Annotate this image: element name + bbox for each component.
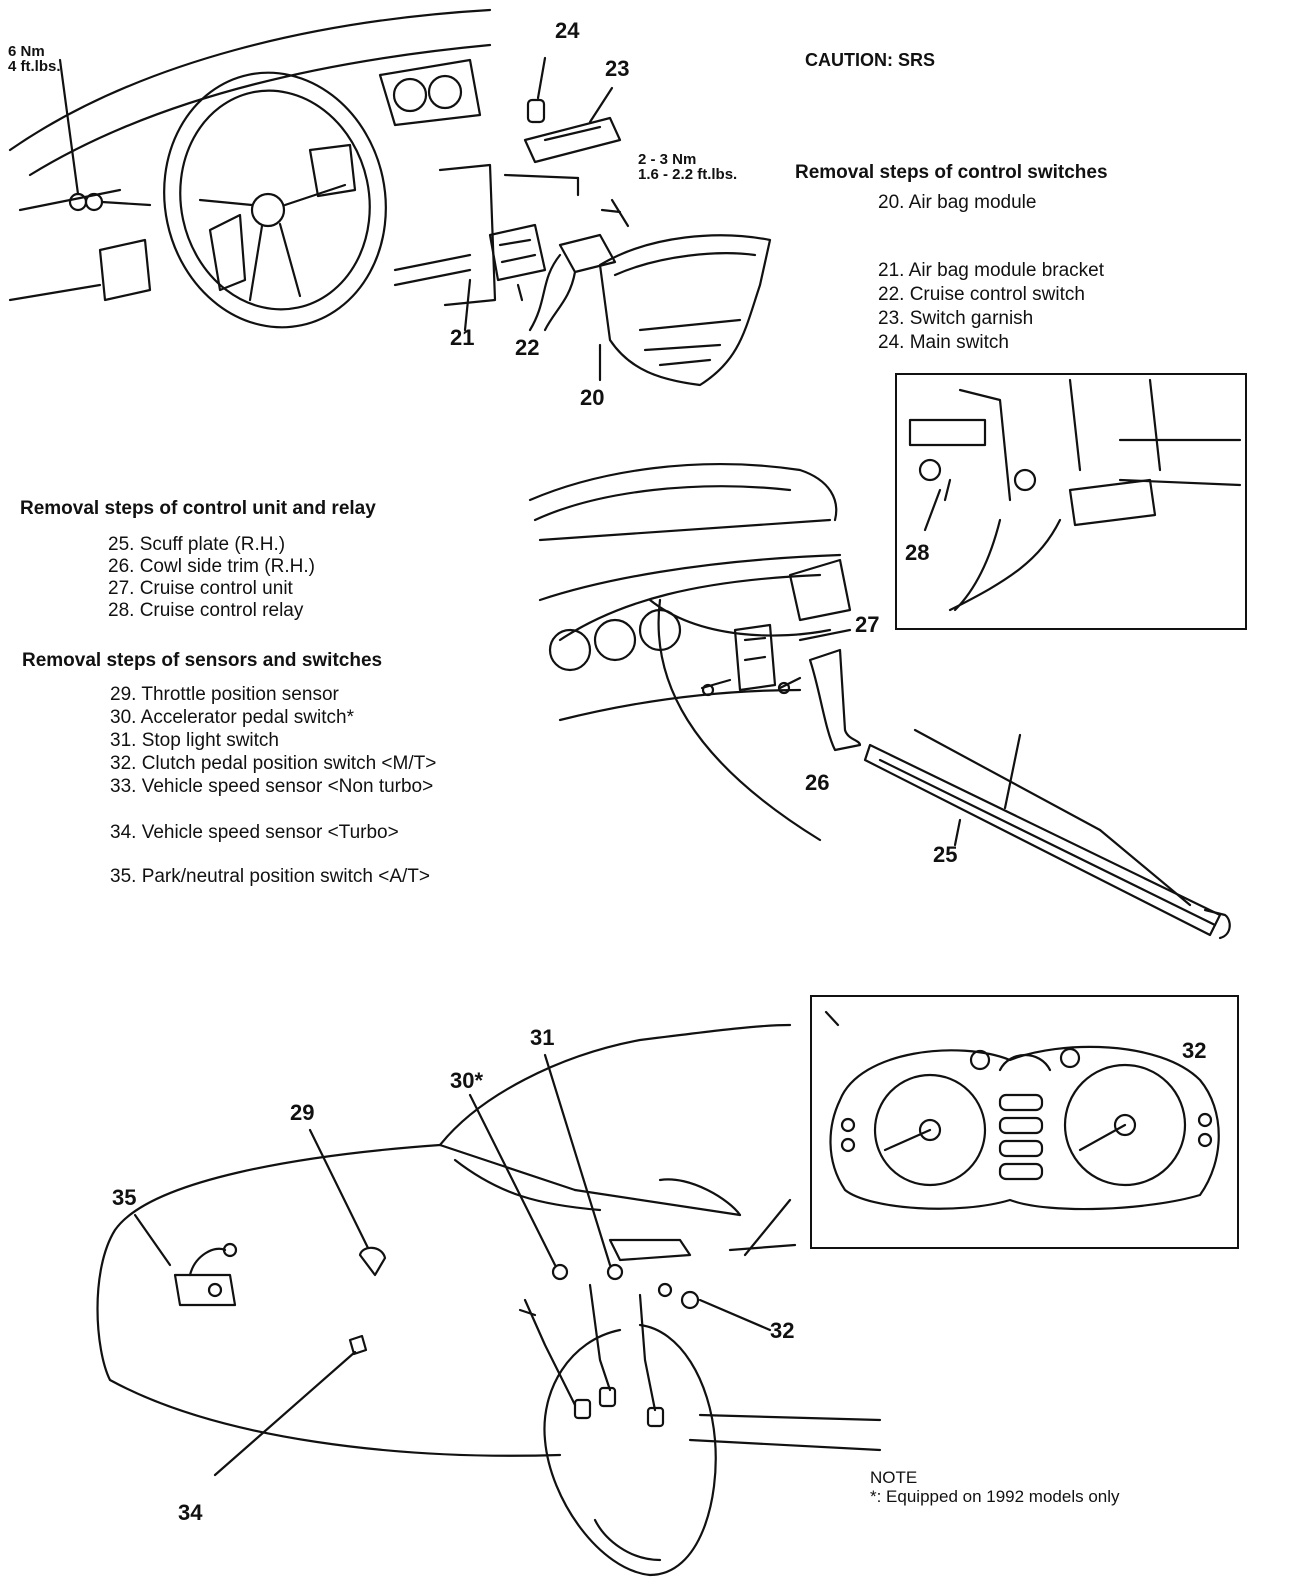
- note-text: *: Equipped on 1992 models only: [870, 1487, 1120, 1506]
- step-item: 24. Main switch: [878, 332, 1009, 353]
- step-item: 25. Scuff plate (R.H.): [108, 534, 286, 555]
- callout-29: 29: [290, 1100, 315, 1125]
- callout-24: 24: [555, 18, 580, 43]
- step-item: 34. Vehicle speed sensor <Turbo>: [110, 822, 399, 843]
- step-item: 30. Accelerator pedal switch*: [110, 707, 354, 728]
- step-item: 27. Cruise control unit: [108, 578, 293, 599]
- callout-30: 30*: [450, 1068, 484, 1093]
- callout-28: 28: [905, 540, 930, 565]
- air-bag-module-bracket: [463, 223, 547, 332]
- park-neutral-switch-art: [173, 1242, 238, 1307]
- instrument-cluster-art: [824, 1010, 1220, 1211]
- scuff-plate: [863, 728, 1231, 940]
- cowl-side-trim: [808, 648, 862, 752]
- step-item: 28. Cruise control relay: [108, 600, 304, 621]
- heading-control-unit-relay: Removal steps of control unit and relay: [20, 498, 376, 519]
- leader-lines: [133, 1053, 772, 1477]
- step-item: 35. Park/neutral position switch <A/T>: [110, 866, 430, 887]
- callout-20: 20: [580, 385, 605, 410]
- torque-spec-top-left: 6 Nm 4 ft.lbs.: [8, 43, 61, 75]
- step-item: 26. Cowl side trim (R.H.): [108, 556, 315, 577]
- relay-inset-art: [908, 378, 1242, 612]
- heading-control-switches: Removal steps of control switches: [795, 162, 1108, 183]
- step-item: 29. Throttle position sensor: [110, 684, 339, 705]
- callout-25: 25: [933, 842, 958, 867]
- step-item: 33. Vehicle speed sensor <Non turbo>: [110, 776, 434, 797]
- bolt-6nm: [58, 58, 152, 212]
- air-bag-module: [598, 234, 772, 387]
- passenger-dashboard: [528, 463, 852, 842]
- callout-34: 34: [178, 1500, 203, 1525]
- switch-garnish: [503, 56, 622, 197]
- cruise-control-unit: [700, 623, 852, 697]
- callout-35: 35: [112, 1185, 137, 1210]
- callout-27: 27: [855, 612, 880, 637]
- callout-23: 23: [605, 56, 630, 81]
- callout-26: 26: [805, 770, 830, 795]
- dashboard-outline: [8, 8, 497, 307]
- car-body: [96, 1023, 882, 1577]
- step-item: 31. Stop light switch: [110, 730, 279, 751]
- step-item: 23. Switch garnish: [878, 308, 1034, 329]
- note-title: NOTE: [870, 1468, 918, 1487]
- callout-32-cluster: 32: [1182, 1038, 1207, 1063]
- step-item: 21. Air bag module bracket: [878, 260, 1105, 281]
- pedal-assembly: [518, 1238, 700, 1428]
- torque-spec-switch-screw: 2 - 3 Nm 1.6 - 2.2 ft.lbs.: [638, 151, 738, 183]
- note-block: NOTE *: Equipped on 1992 models only: [870, 1468, 1120, 1506]
- cruise-control-switch: [528, 198, 630, 332]
- cluster-inset-frame: [810, 995, 1239, 1249]
- callout-21: 21: [450, 325, 475, 350]
- step-item: 22. Cruise control switch: [878, 284, 1085, 305]
- callout-22: 22: [515, 335, 540, 360]
- step-item: 32. Clutch pedal position switch <M/T>: [110, 753, 437, 774]
- vehicle-speed-sensor-art: [348, 1334, 368, 1356]
- callout-31: 31: [530, 1025, 555, 1050]
- caution-srs: CAUTION: SRS: [805, 50, 935, 70]
- heading-sensors-switches: Removal steps of sensors and switches: [22, 650, 383, 671]
- throttle-position-sensor-art: [358, 1246, 387, 1277]
- callout-32-pedal: 32: [770, 1318, 795, 1343]
- relay-inset-frame: [895, 373, 1247, 630]
- steering-wheel: [163, 71, 387, 329]
- step-item: 20. Air bag module: [878, 192, 1037, 213]
